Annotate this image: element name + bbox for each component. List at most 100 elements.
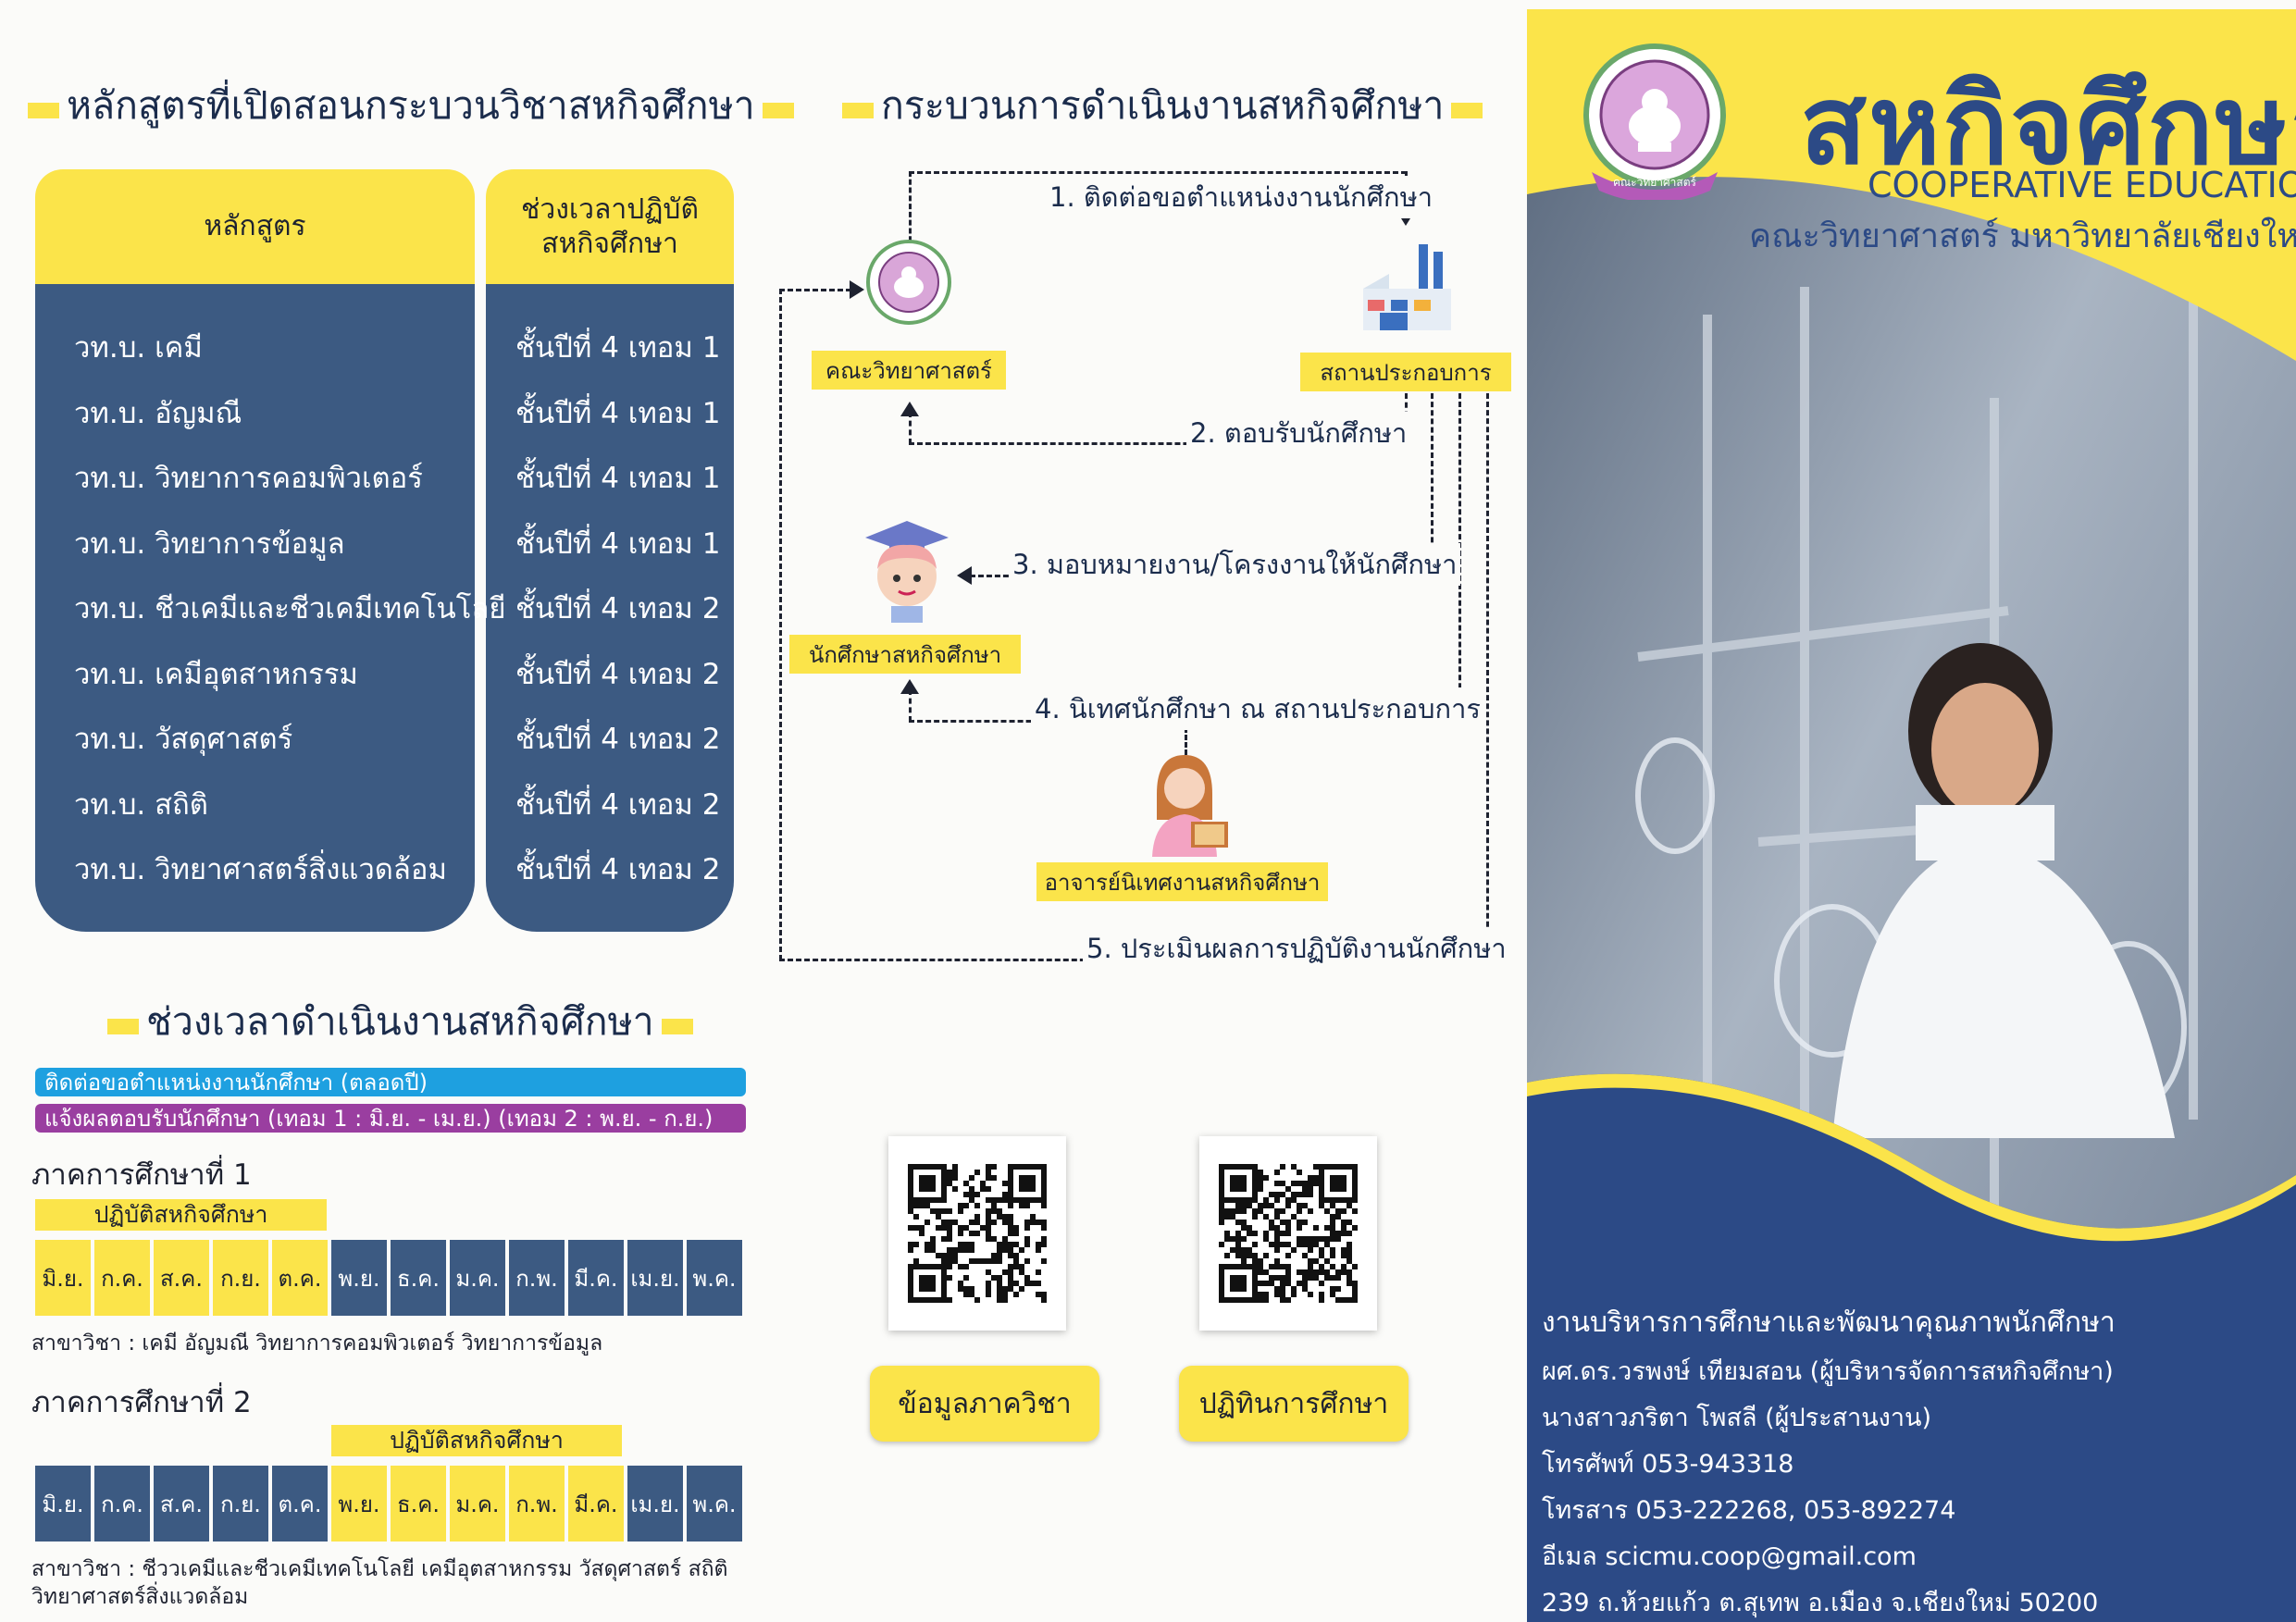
qr-module bbox=[1297, 1236, 1302, 1242]
term1-month-cell: เม.ย. bbox=[627, 1240, 683, 1316]
qr-module bbox=[991, 1236, 997, 1242]
qr-module bbox=[947, 1297, 952, 1303]
qr-module bbox=[930, 1281, 936, 1286]
qr-module bbox=[991, 1197, 997, 1203]
term1-practice-text: ปฏิบัติสหกิจศึกษา bbox=[93, 1201, 268, 1228]
qr-module bbox=[997, 1286, 1002, 1292]
qr-module bbox=[963, 1292, 969, 1297]
qr-module bbox=[1247, 1225, 1252, 1231]
term2-practice-text: ปฏิบัติสหกิจศึกษา bbox=[390, 1427, 564, 1454]
qr-module bbox=[1224, 1164, 1230, 1170]
calendar-qr-card[interactable] bbox=[1199, 1136, 1377, 1331]
qr-module bbox=[1347, 1231, 1352, 1236]
qr-module bbox=[1230, 1164, 1235, 1170]
qr-module bbox=[1263, 1269, 1269, 1275]
qr-module bbox=[1319, 1297, 1324, 1303]
qr-module bbox=[1235, 1186, 1241, 1192]
qr-module bbox=[1041, 1236, 1047, 1242]
qr-module bbox=[958, 1242, 963, 1247]
program-column-body bbox=[35, 284, 475, 932]
department-qr-code[interactable] bbox=[908, 1164, 1047, 1303]
qr-module bbox=[1308, 1275, 1313, 1281]
qr-module bbox=[947, 1225, 952, 1231]
qr-module bbox=[1041, 1181, 1047, 1186]
qr-module bbox=[997, 1247, 1002, 1253]
contact-unit: งานบริหารการศึกษาและพัฒนาคุณภาพนักศึกษา bbox=[1542, 1306, 2116, 1339]
term1-majors: สาขาวิชา : เคมี อัญมณี วิทยาการคอมพิวเตอ… bbox=[31, 1331, 603, 1356]
qr-module bbox=[1280, 1220, 1285, 1225]
qr-module bbox=[1313, 1236, 1319, 1242]
qr-module bbox=[1285, 1225, 1291, 1231]
qr-module bbox=[936, 1297, 941, 1303]
qr-module bbox=[1280, 1281, 1285, 1286]
qr-module bbox=[1335, 1269, 1341, 1275]
qr-module bbox=[919, 1203, 925, 1208]
qr-module bbox=[1302, 1269, 1308, 1275]
qr-module bbox=[969, 1258, 974, 1264]
qr-module bbox=[908, 1197, 913, 1203]
contact-period-bar: ติดต่อขอตำแหน่งงานนักศึกษา (ตลอดปี) bbox=[35, 1068, 746, 1096]
qr-module bbox=[1008, 1269, 1013, 1275]
step1-connector bbox=[909, 171, 1407, 174]
qr-module bbox=[1308, 1258, 1313, 1264]
qr-module bbox=[1024, 1258, 1030, 1264]
qr-module bbox=[974, 1231, 980, 1236]
qr-module bbox=[1241, 1197, 1247, 1203]
qr-module bbox=[1302, 1220, 1308, 1225]
qr-module bbox=[1013, 1253, 1019, 1258]
qr-module bbox=[1258, 1186, 1263, 1192]
qr-module bbox=[941, 1292, 947, 1297]
qr-module bbox=[1224, 1264, 1230, 1269]
qr-module bbox=[1258, 1175, 1263, 1181]
qr-module bbox=[958, 1203, 963, 1208]
qr-module bbox=[1274, 1275, 1280, 1281]
program-column-header: หลักสูตร bbox=[35, 169, 475, 284]
qr-module bbox=[941, 1264, 947, 1269]
qr-module bbox=[997, 1297, 1002, 1303]
calendar-qr-code[interactable] bbox=[1219, 1164, 1358, 1303]
qr-module bbox=[991, 1275, 997, 1281]
qr-module bbox=[1235, 1181, 1241, 1186]
step5-connector bbox=[779, 289, 782, 960]
period-cell: ชั้นปีที่ 4 เทอม 1 bbox=[515, 331, 721, 365]
qr-module bbox=[1302, 1181, 1308, 1186]
acceptance-period-label: แจ้งผลตอบรับนักศึกษา (เทอม 1 : มิ.ย. - เ… bbox=[44, 1106, 714, 1132]
qr-module bbox=[1230, 1264, 1235, 1269]
qr-module bbox=[1008, 1281, 1013, 1286]
qr-module bbox=[1285, 1197, 1291, 1203]
term1-practice-label: ปฏิบัติสหกิจศึกษา bbox=[35, 1199, 327, 1231]
qr-module bbox=[974, 1192, 980, 1197]
qr-module bbox=[1313, 1269, 1319, 1275]
term2-month-cell: ก.ค. bbox=[94, 1466, 150, 1542]
qr-module bbox=[1341, 1247, 1347, 1253]
qr-module bbox=[986, 1170, 991, 1175]
qr-module bbox=[1330, 1253, 1335, 1258]
qr-module bbox=[1036, 1281, 1041, 1286]
qr-module bbox=[1019, 1175, 1024, 1181]
term1-month-cell: พ.ค. bbox=[687, 1240, 742, 1316]
qr-module bbox=[1230, 1214, 1235, 1220]
qr-module bbox=[1219, 1164, 1224, 1170]
qr-module bbox=[1335, 1164, 1341, 1170]
qr-module bbox=[1352, 1181, 1358, 1186]
academic-calendar-button[interactable]: ปฏิทินการศึกษา bbox=[1179, 1366, 1409, 1442]
qr-module bbox=[1297, 1208, 1302, 1214]
period-cell: ชั้นปีที่ 4 เทอม 1 bbox=[515, 527, 721, 561]
qr-module bbox=[1285, 1242, 1291, 1247]
qr-module bbox=[1280, 1192, 1285, 1197]
qr-module bbox=[1219, 1281, 1224, 1286]
qr-module bbox=[1219, 1170, 1224, 1175]
qr-module bbox=[1013, 1264, 1019, 1269]
step4-arrowhead bbox=[900, 679, 919, 694]
qr-module bbox=[913, 1225, 919, 1231]
qr-module bbox=[997, 1214, 1002, 1220]
qr-module bbox=[1352, 1292, 1358, 1297]
qr-module bbox=[1219, 1214, 1224, 1220]
qr-module bbox=[1235, 1231, 1241, 1236]
qr-module bbox=[1002, 1242, 1008, 1247]
department-qr-card[interactable] bbox=[888, 1136, 1066, 1331]
qr-module bbox=[1235, 1197, 1241, 1203]
contact-email[interactable]: อีเมล scicmu.coop@gmail.com bbox=[1542, 1542, 1917, 1571]
qr-module bbox=[991, 1208, 997, 1214]
department-info-button[interactable]: ข้อมูลภาควิชา bbox=[870, 1366, 1099, 1442]
